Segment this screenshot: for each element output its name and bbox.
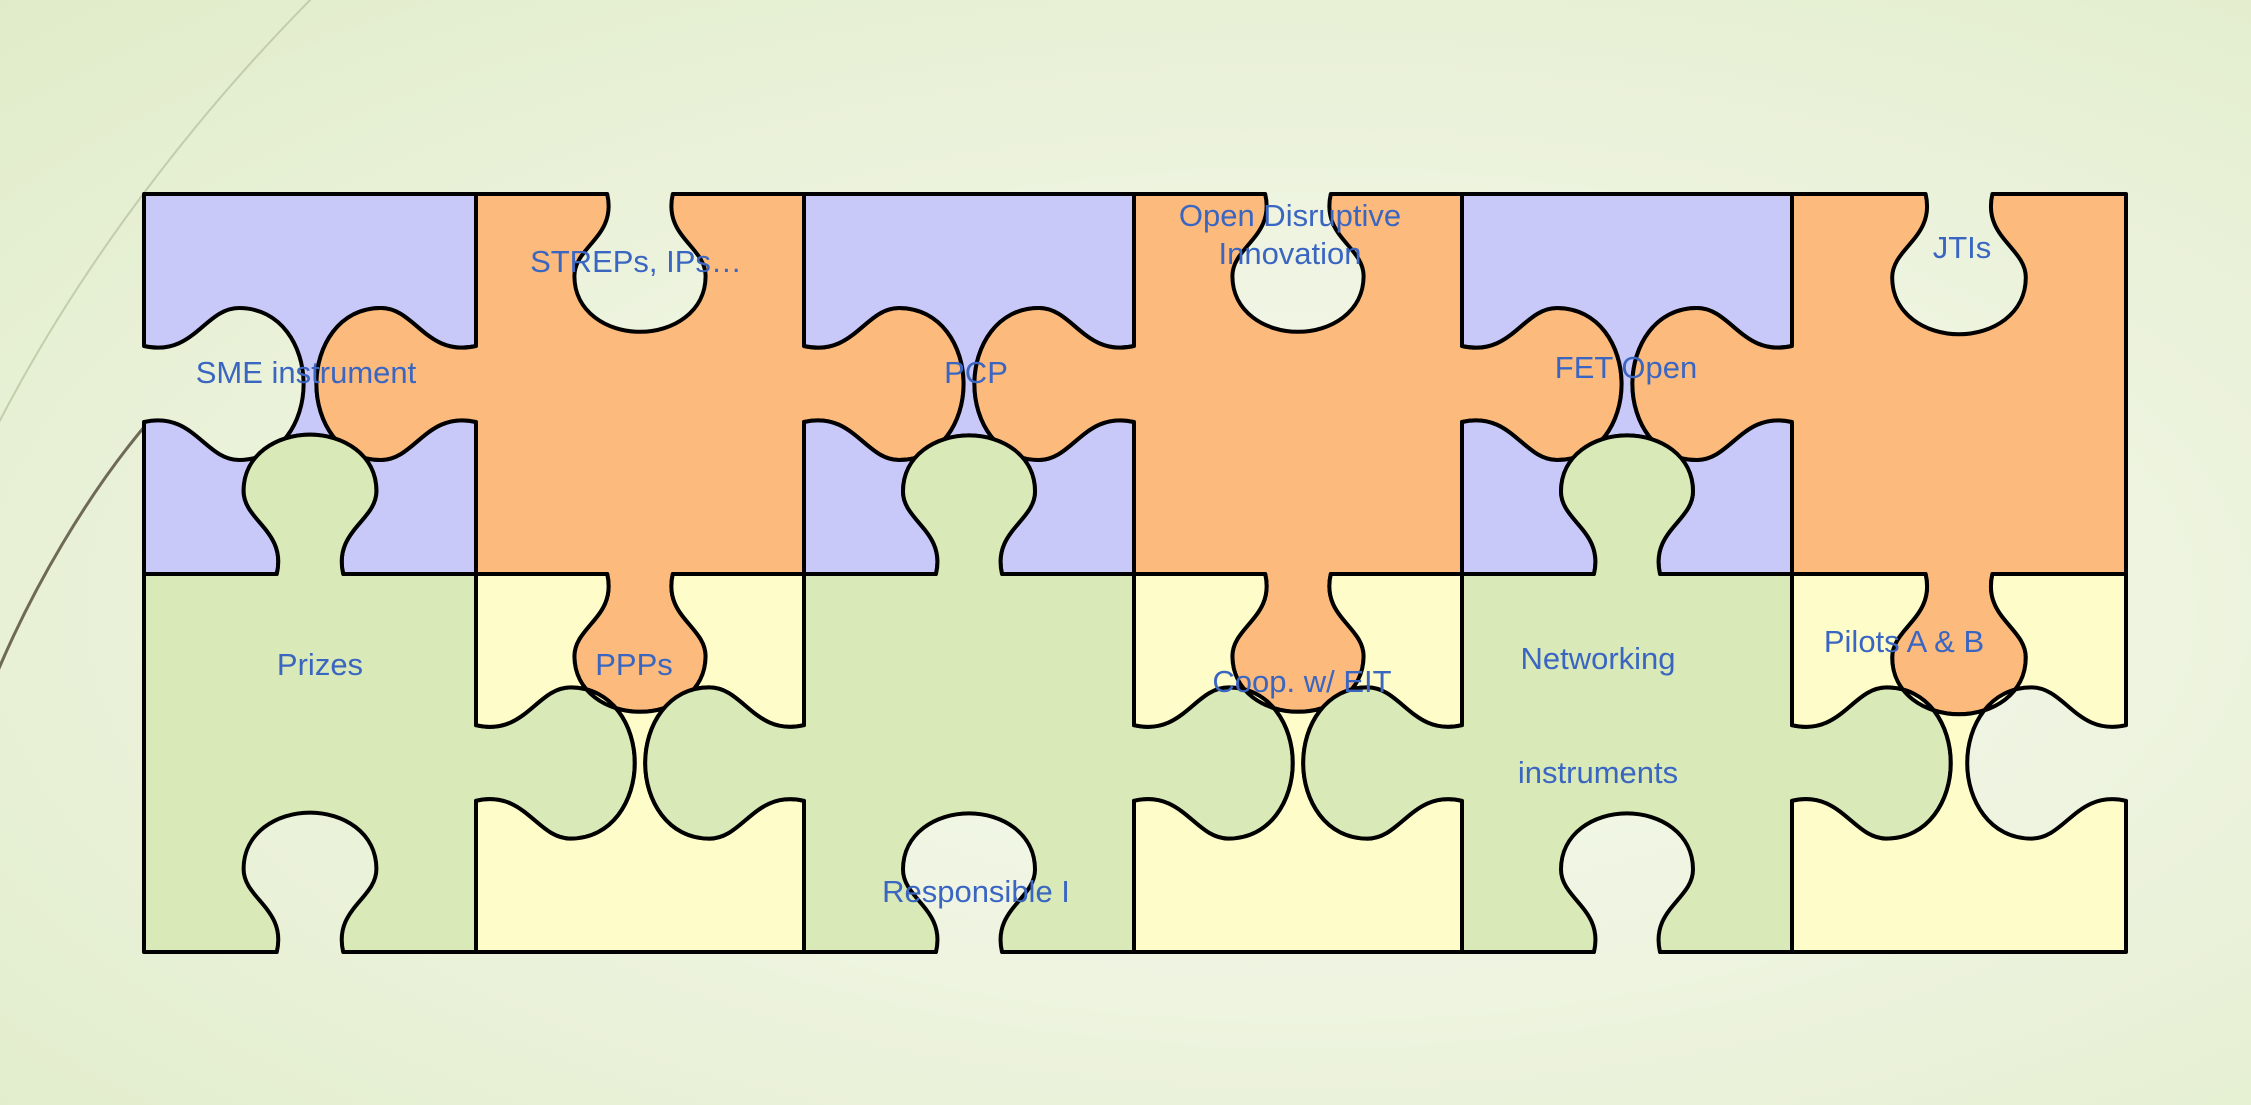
puzzle-piece-pilots bbox=[1790, 572, 2128, 954]
